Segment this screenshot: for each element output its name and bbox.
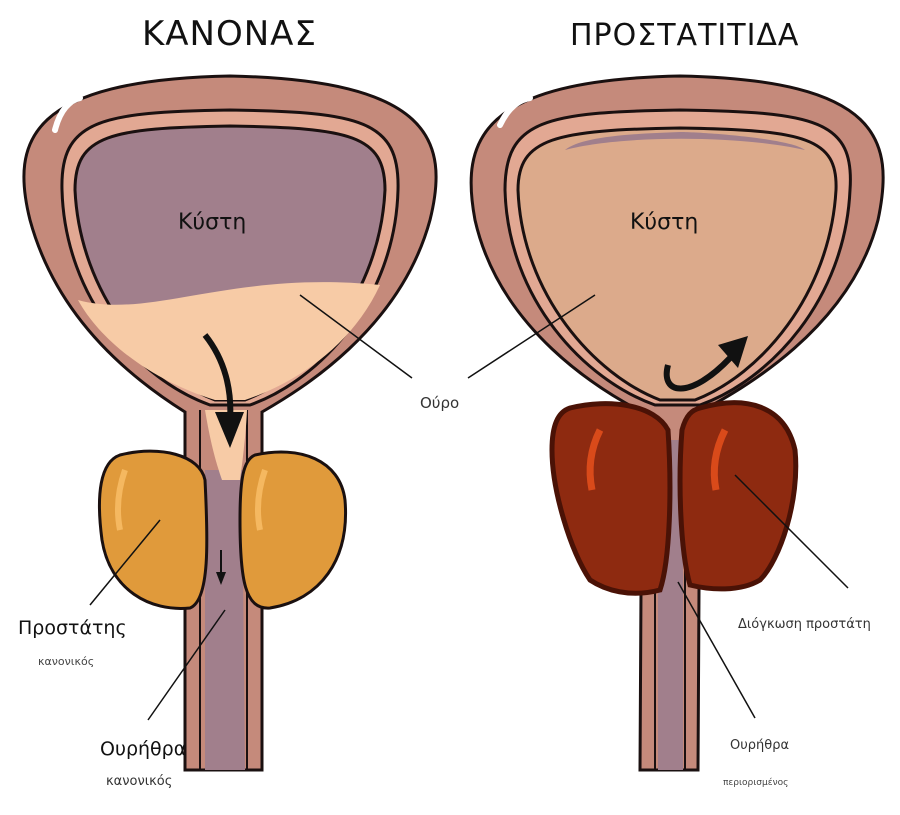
prostate-left-lobe: [97, 449, 209, 610]
label-urethra-left-note: κανονικός: [106, 774, 173, 789]
label-urethra-right-note: περιορισμένος: [723, 778, 789, 788]
label-bladder-right: Κύστη: [630, 210, 699, 235]
label-urethra-right: Ουρήθρα: [730, 738, 790, 753]
flow-arrow-icon: [202, 333, 244, 585]
enlarged-left-lobe: [549, 401, 673, 596]
label-prostate-note: κανονικός: [38, 655, 95, 668]
blocked-flow-arrow-icon: [663, 336, 748, 392]
prostatitis-bladder: [469, 74, 885, 772]
prostate-right-lobe: [238, 450, 348, 610]
enlarged-prostate: [549, 400, 799, 596]
enlarged-right-lobe: [677, 400, 799, 592]
label-urethra-left: Ουρήθρα: [100, 738, 187, 760]
title-normal: ΚΑΝΟΝΑΣ: [142, 14, 317, 54]
label-enlargement: Διόγκωση προστάτη: [738, 617, 871, 632]
normal-bladder: [22, 74, 438, 772]
label-urine: Ούρο: [420, 394, 460, 412]
normal-prostate: [97, 449, 348, 610]
leader-lines: [89, 294, 849, 721]
label-prostate: Προστάτης: [18, 617, 127, 639]
label-bladder-left: Κύστη: [178, 210, 247, 235]
title-prostatitis: ΠΡΟΣΤΑΤΙΤΙΔΑ: [570, 18, 800, 53]
